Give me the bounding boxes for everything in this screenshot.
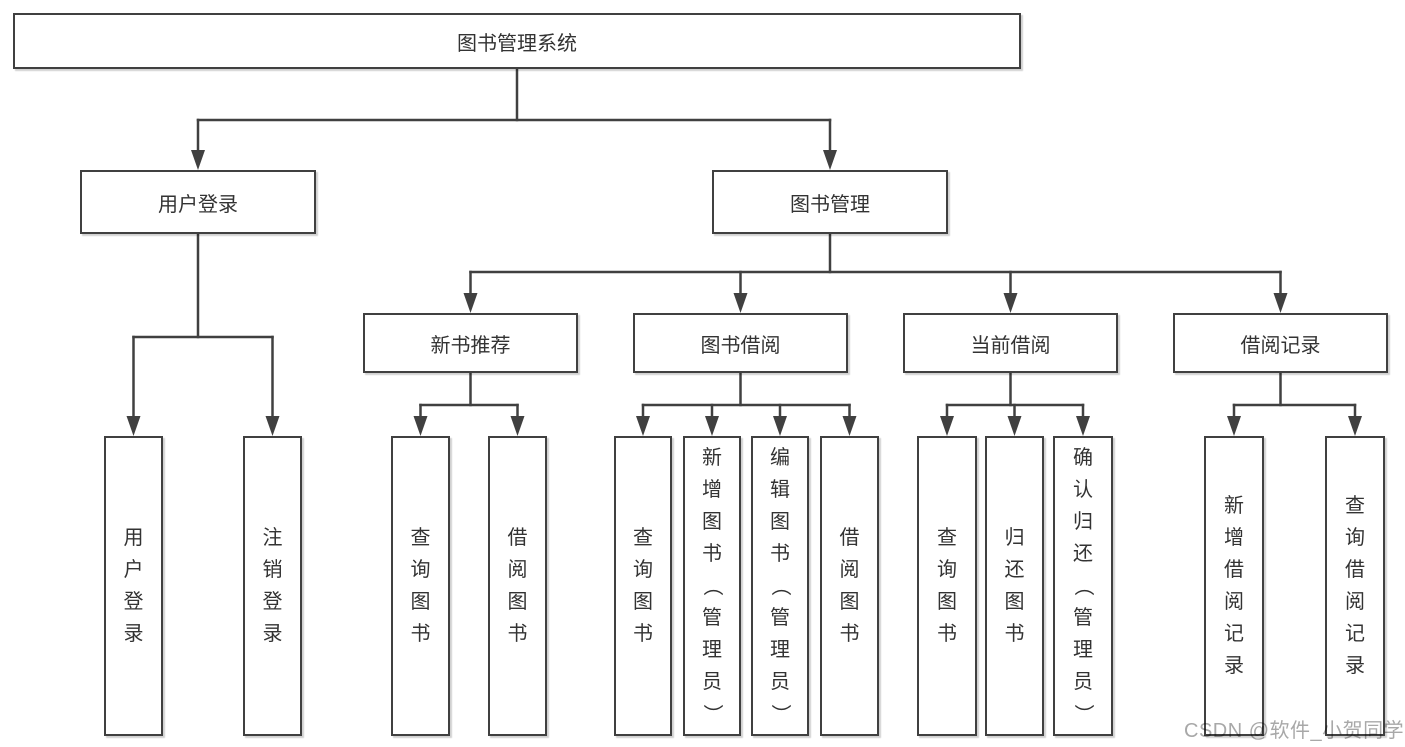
leaf-borrow-books-recommend-label: 借阅图书	[507, 527, 528, 645]
node-user-login-label: 用户登录	[158, 193, 238, 216]
leaf-borrow-books: 借阅图书	[820, 436, 879, 736]
leaf-query-borrow-record: 查询借阅记录	[1325, 436, 1385, 736]
node-current-borrow-label: 当前借阅	[970, 334, 1051, 357]
leaf-add-borrow-record-label: 新增借阅记录	[1224, 495, 1244, 677]
leaf-user-login: 用户登录	[104, 436, 163, 736]
csdn-watermark: CSDN @软件_小贺同学	[1184, 720, 1405, 742]
node-book-borrow-label: 图书借阅	[700, 334, 781, 357]
leaf-logout: 注销登录	[243, 436, 302, 736]
node-book-management-label: 图书管理	[790, 193, 870, 216]
leaf-confirm-return-admin: 确认归还（管理员）	[1053, 436, 1113, 736]
node-library-system: 图书管理系统	[13, 13, 1021, 69]
leaf-return-books-label: 归还图书	[1004, 527, 1025, 645]
node-current-borrow: 当前借阅	[903, 313, 1118, 373]
node-borrow-records-label: 借阅记录	[1240, 334, 1321, 357]
leaf-add-book-admin: 新增图书（管理员）	[683, 436, 741, 736]
leaf-query-borrow-record-label: 查询借阅记录	[1345, 495, 1365, 677]
leaf-query-books-borrow-label: 查询图书	[633, 527, 653, 645]
leaf-edit-book-admin-label: 编辑图书（管理员）	[769, 447, 791, 724]
node-library-system-label: 图书管理系统	[457, 32, 577, 55]
leaf-user-login-label: 用户登录	[123, 527, 144, 645]
node-book-management: 图书管理	[712, 170, 948, 234]
leaf-return-books: 归还图书	[985, 436, 1044, 736]
node-new-book-recommend-label: 新书推荐	[430, 334, 511, 357]
node-book-borrow: 图书借阅	[633, 313, 848, 373]
leaf-add-borrow-record: 新增借阅记录	[1204, 436, 1264, 736]
node-user-login: 用户登录	[80, 170, 316, 234]
leaf-query-books-recommend: 查询图书	[391, 436, 450, 736]
leaf-borrow-books-label: 借阅图书	[839, 527, 860, 645]
leaf-query-books-current-label: 查询图书	[937, 527, 957, 645]
node-borrow-records: 借阅记录	[1173, 313, 1388, 373]
leaf-logout-label: 注销登录	[262, 527, 283, 645]
leaf-query-books-current: 查询图书	[917, 436, 977, 736]
leaf-borrow-books-recommend: 借阅图书	[488, 436, 547, 736]
leaf-confirm-return-admin-label: 确认归还（管理员）	[1072, 447, 1094, 724]
leaf-add-book-admin-label: 新增图书（管理员）	[701, 447, 723, 724]
leaf-edit-book-admin: 编辑图书（管理员）	[751, 436, 809, 736]
leaf-query-books-recommend-label: 查询图书	[410, 527, 431, 645]
node-new-book-recommend: 新书推荐	[363, 313, 578, 373]
leaf-query-books-borrow: 查询图书	[614, 436, 672, 736]
